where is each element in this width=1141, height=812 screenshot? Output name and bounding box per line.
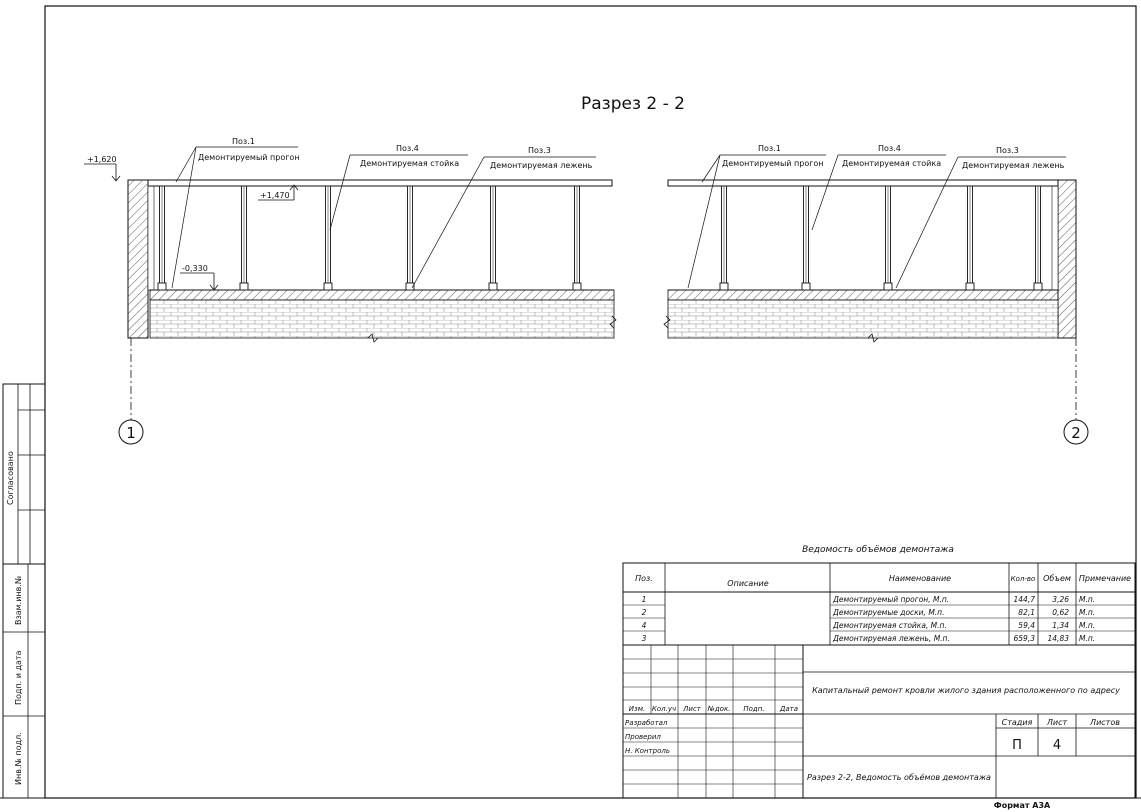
post xyxy=(157,185,167,291)
stamp-sign-date: Подп. и дата xyxy=(14,650,23,705)
cell-name: Демонтируемый прогон, М.п. xyxy=(832,595,949,604)
right-pos4-text: Демонтируемая стойка xyxy=(842,159,941,168)
left-pos1-label: Поз.1 xyxy=(232,137,255,146)
title-block: Изм. Кол.уч Лист №док. Подп. Дата Разраб… xyxy=(622,644,1136,810)
tb-role-checked: Проверил xyxy=(625,733,661,741)
right-pos4-label: Поз.4 xyxy=(878,144,901,153)
post xyxy=(719,185,729,291)
left-pos3-text: Демонтируемая лежень xyxy=(490,161,593,170)
right-pos1-label: Поз.1 xyxy=(758,144,781,153)
axis-2-label: 2 xyxy=(1071,424,1081,442)
stamp-replaced-inv: Взам.инв.№ xyxy=(14,575,23,625)
post xyxy=(883,185,893,291)
post xyxy=(488,185,498,291)
left-pos1-text: Демонтируемый прогон xyxy=(198,153,300,162)
cell-note: М.п. xyxy=(1079,621,1095,630)
right-pos3-text: Демонтируемая лежень xyxy=(962,161,1065,170)
tb-sheet-title: Разрез 2-2, Ведомость объёмов демонтажа xyxy=(807,773,991,782)
cell-name: Демонтируемая лежень, М.п. xyxy=(832,634,950,643)
cell-pos: 2 xyxy=(642,608,647,617)
post xyxy=(323,185,333,291)
right-pos1-text: Демонтируемый прогон xyxy=(722,159,824,168)
post xyxy=(572,185,582,291)
post xyxy=(801,185,811,291)
tb-col-date: Дата xyxy=(779,705,798,713)
cell-volume: 14,83 xyxy=(1048,634,1070,643)
tb-col-sheet: Лист xyxy=(682,705,702,713)
cell-volume: 3,26 xyxy=(1052,595,1069,604)
tb-stage-value: П xyxy=(1012,738,1022,753)
tb-project-name: Капитальный ремонт кровли жилого здания … xyxy=(812,686,1120,695)
cell-qty: 144,7 xyxy=(1014,595,1036,604)
demolition-schedule: Ведомость объёмов демонтажа Поз. Описани… xyxy=(622,545,1136,646)
tb-col-sign: Подп. xyxy=(743,705,764,713)
schedule-row: 2 Демонтируемые доски, М.п. 82,1 0,62 М.п. xyxy=(642,608,1096,617)
schedule-row: 3 Демонтируемая лежень, М.п. 659,3 14,83 М.п… xyxy=(642,634,1096,643)
elevation-plus-1470: +1,470 xyxy=(260,191,290,200)
th-description: Описание xyxy=(727,579,768,588)
th-qty: Кол-во xyxy=(1011,575,1036,583)
cell-qty: 59,4 xyxy=(1018,621,1035,630)
cell-qty: 82,1 xyxy=(1018,608,1035,617)
right-section-view: 2 Поз.1 Демонтируемый прогон Поз.4 Демон… xyxy=(663,144,1089,445)
th-volume: Объем xyxy=(1043,574,1071,583)
elevation-minus-0330: -0,330 xyxy=(182,264,208,273)
post xyxy=(1033,185,1043,291)
schedule-row: 1 Демонтируемый прогон, М.п. 144,7 3,26 М.п. xyxy=(642,595,1096,604)
stamp-inv-orig: Инв.№ подл. xyxy=(14,732,23,785)
left-posts xyxy=(157,185,582,291)
sheet-frame xyxy=(44,5,1137,799)
tb-role-developer: Разработал xyxy=(625,719,668,727)
stamp-approved: Согласовано xyxy=(6,451,15,505)
tb-format: Формат А3А xyxy=(994,801,1051,810)
tb-sheets-label: Листов xyxy=(1089,718,1120,727)
right-pos3-label: Поз.3 xyxy=(996,146,1019,155)
section-title: Разрез 2 - 2 xyxy=(581,94,685,114)
post xyxy=(239,185,249,291)
post xyxy=(405,185,415,291)
left-pos4-label: Поз.4 xyxy=(396,144,419,153)
axis-1-label: 1 xyxy=(126,424,136,442)
schedule-title: Ведомость объёмов демонтажа xyxy=(802,545,954,555)
right-posts xyxy=(719,185,1043,291)
th-name: Наименование xyxy=(889,574,951,583)
tb-sheet-label: Лист xyxy=(1046,718,1068,727)
cell-pos: 3 xyxy=(642,634,647,643)
side-stamp: Согласовано Взам.инв.№ Подп. и дата Инв.… xyxy=(2,383,46,799)
left-pos3-label: Поз.3 xyxy=(528,146,551,155)
cell-volume: 1,34 xyxy=(1052,621,1069,630)
cell-pos: 1 xyxy=(642,595,647,604)
cell-note: М.п. xyxy=(1079,608,1095,617)
cell-note: М.п. xyxy=(1079,634,1095,643)
tb-stage-label: Стадия xyxy=(1002,718,1033,727)
tb-col-change: Изм. xyxy=(629,705,645,713)
cell-name: Демонтируемые доски, М.п. xyxy=(832,608,944,617)
cell-qty: 659,3 xyxy=(1014,634,1036,643)
left-pos4-text: Демонтируемая стойка xyxy=(360,159,459,168)
cell-volume: 0,62 xyxy=(1052,608,1069,617)
cell-note: М.п. xyxy=(1079,595,1095,604)
cell-pos: 4 xyxy=(642,621,647,630)
left-section-view: 1 +1,620 +1,470 -0,330 Поз.1 Демонтируем… xyxy=(84,137,617,445)
tb-col-doc: №док. xyxy=(707,705,731,713)
th-note: Примечание xyxy=(1079,574,1131,583)
elevation-plus-1620: +1,620 xyxy=(87,155,117,164)
post xyxy=(965,185,975,291)
schedule-row: 4 Демонтируемая стойка, М.п. 59,4 1,34 М.п. xyxy=(642,621,1096,630)
th-pos: Поз. xyxy=(635,574,653,583)
tb-role-norm-control: Н. Контроль xyxy=(625,747,670,755)
cell-name: Демонтируемая стойка, М.п. xyxy=(832,621,947,630)
tb-col-count: Кол.уч xyxy=(652,705,676,713)
tb-sheet-value: 4 xyxy=(1053,738,1061,753)
